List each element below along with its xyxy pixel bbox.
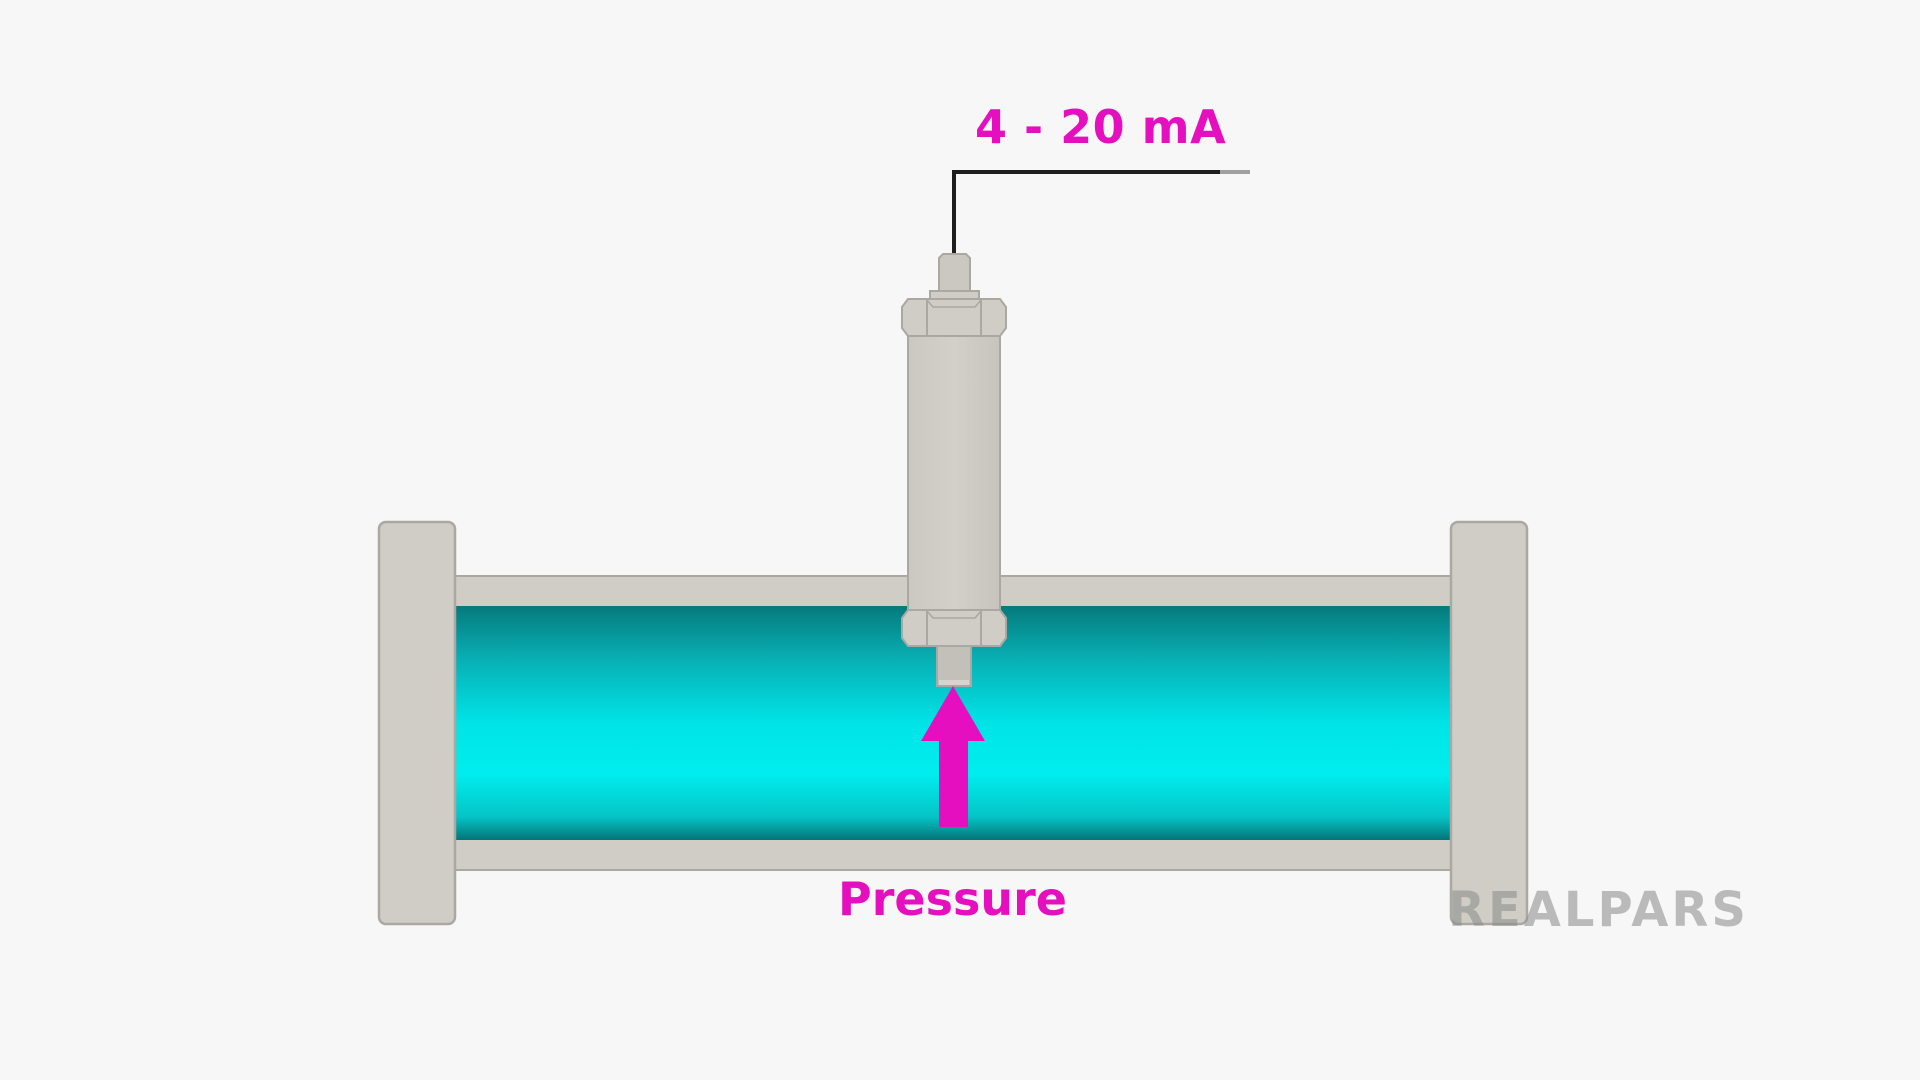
signal-wire	[952, 170, 1258, 256]
left-flange	[377, 520, 457, 926]
pressure-label: Pressure	[838, 872, 1067, 926]
brand-logo: REALPARS	[1448, 882, 1749, 938]
pressure-arrow	[921, 686, 985, 827]
signal-output-label: 4 - 20 mA	[975, 100, 1227, 154]
right-flange	[1449, 520, 1529, 926]
pressure-transmitter	[901, 253, 1007, 687]
